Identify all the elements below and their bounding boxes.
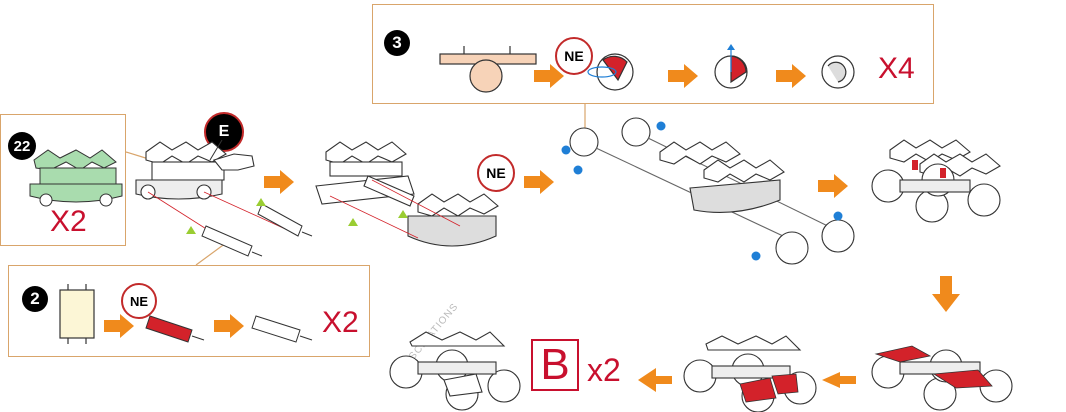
step2-axle-red — [145, 315, 205, 343]
result-count: x2 — [587, 352, 621, 388]
step2-ne-tag: NE — [121, 283, 157, 319]
step2-arrow-2 — [214, 314, 244, 338]
step3-count: X4 — [878, 52, 915, 85]
main-arrow-left-1 — [822, 372, 856, 388]
scene1-frame — [135, 141, 227, 200]
green-triangle-2 — [256, 198, 266, 206]
result-letter-box: B — [531, 339, 579, 391]
step3-ne-tag: NE — [555, 37, 593, 75]
main-arrow-down — [932, 276, 960, 312]
main-arrow-1 — [264, 170, 294, 194]
scene1-axles — [201, 203, 313, 257]
scene2-guide-lines — [329, 179, 461, 239]
step3-number-badge: 3 — [384, 30, 410, 56]
blue-dot-5 — [751, 251, 761, 261]
result-letter: B — [540, 340, 570, 389]
main-arrow-3 — [818, 174, 848, 198]
e-callout-line — [209, 139, 223, 161]
green-triangle-3 — [348, 218, 358, 226]
step22-bogie-part — [29, 149, 123, 207]
step3-arrow-3 — [776, 64, 806, 88]
scene5-assembly — [871, 349, 1013, 411]
scene1-hand-icon — [213, 153, 255, 171]
scene5-red-parts — [874, 345, 993, 389]
main-arrow-left-2 — [638, 368, 672, 392]
step2-count: X2 — [322, 306, 359, 339]
step3-wheel-red-1 — [587, 53, 634, 91]
step22-count: X2 — [50, 205, 87, 238]
scene7-final-assembly — [389, 331, 521, 411]
step3-disc-part — [439, 46, 537, 93]
green-triangle-4 — [398, 210, 408, 218]
ne-callout-main: NE — [477, 154, 515, 192]
blue-dot-2 — [573, 165, 583, 175]
scene4-assembly — [871, 139, 1001, 223]
step2-axle-final — [251, 315, 313, 343]
blue-dot-3 — [656, 121, 666, 131]
step3-arrow-1 — [534, 64, 564, 88]
step2-arrow-1 — [104, 314, 134, 338]
step22-number-badge: 22 — [8, 132, 36, 160]
main-arrow-2 — [524, 170, 554, 194]
scene3-assembly — [569, 117, 855, 265]
step3-wheel-red-2 — [714, 44, 748, 89]
blue-dot-4 — [833, 211, 843, 221]
scene6-red-parts — [739, 373, 799, 403]
scene2-side-frame — [407, 193, 499, 247]
scene4-red-marks — [912, 160, 946, 178]
green-triangle-1 — [186, 226, 196, 234]
step3-arrow-2 — [668, 64, 698, 88]
step2-flat-sheet — [59, 284, 95, 344]
step2-number-badge: 2 — [22, 286, 48, 312]
step3-wheel-final — [821, 55, 855, 89]
scene2-frame — [315, 141, 415, 207]
blue-dot-1 — [561, 145, 571, 155]
